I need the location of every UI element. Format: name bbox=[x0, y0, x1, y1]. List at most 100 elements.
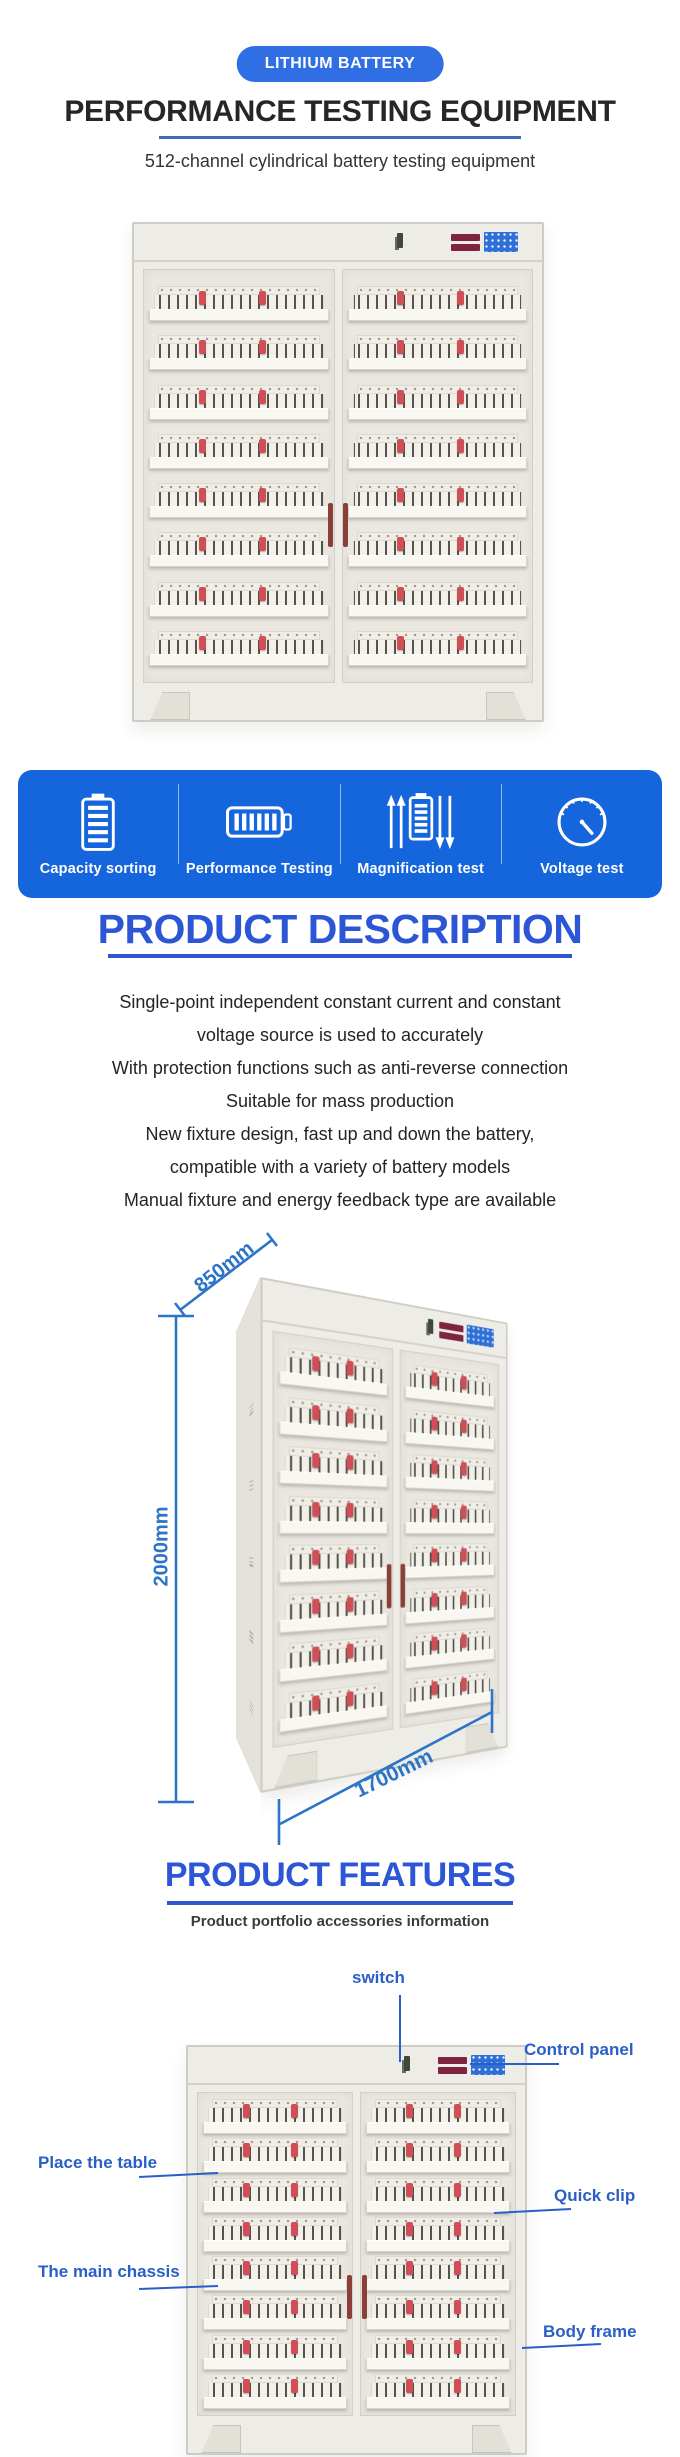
features-underline bbox=[167, 1901, 513, 1905]
red-clip bbox=[406, 2378, 414, 2393]
power-switch-icon bbox=[404, 2056, 411, 2071]
battery-tray bbox=[347, 581, 527, 617]
red-clip bbox=[346, 1596, 354, 1612]
cabinet-right-door bbox=[341, 269, 533, 683]
red-clip bbox=[346, 1549, 354, 1565]
cabinet-feet bbox=[134, 692, 542, 720]
battery-tray bbox=[366, 2256, 510, 2292]
title-underline bbox=[159, 136, 521, 139]
red-clip bbox=[460, 1677, 467, 1692]
red-clip bbox=[243, 2182, 251, 2197]
red-clip bbox=[457, 537, 465, 552]
battery-tray bbox=[366, 2373, 510, 2409]
red-clip bbox=[431, 1460, 438, 1475]
red-clip bbox=[198, 291, 206, 306]
feature-label: Voltage test bbox=[540, 861, 624, 877]
cabinet-left-door bbox=[272, 1330, 393, 1749]
red-clip bbox=[290, 2143, 298, 2158]
battery-tray bbox=[404, 1364, 495, 1409]
cabinet-header bbox=[188, 2047, 525, 2085]
red-clip bbox=[406, 2182, 414, 2197]
red-clip bbox=[431, 1680, 438, 1695]
battery-tray bbox=[149, 433, 329, 469]
red-clip bbox=[258, 488, 266, 503]
callout-control-panel: Control panel bbox=[524, 2040, 634, 2059]
battery-tray bbox=[203, 2138, 347, 2174]
category-badge: LITHIUM BATTERY bbox=[236, 46, 444, 82]
battery-tray bbox=[347, 532, 527, 568]
feature-performance-testing: Performance Testing bbox=[179, 770, 339, 898]
red-clip bbox=[431, 1416, 438, 1431]
keypad bbox=[470, 2055, 505, 2075]
features-subtitle: Product portfolio accessories informatio… bbox=[190, 1913, 490, 1930]
callout-quick-clip: Quick clip bbox=[554, 2186, 636, 2205]
red-clip bbox=[453, 2339, 461, 2354]
cabinet-right-door bbox=[399, 1349, 500, 1729]
red-clip bbox=[198, 438, 206, 453]
red-clip bbox=[460, 1548, 467, 1562]
red-clip bbox=[457, 389, 465, 404]
battery-tray bbox=[347, 433, 527, 469]
red-clip bbox=[457, 340, 465, 355]
battery-tray bbox=[366, 2177, 510, 2213]
red-clip bbox=[290, 2339, 298, 2354]
red-clip bbox=[406, 2104, 414, 2119]
red-clip bbox=[290, 2261, 298, 2276]
red-clip bbox=[406, 2300, 414, 2315]
feature-label: Performance Testing bbox=[185, 861, 333, 877]
red-clip bbox=[397, 291, 405, 306]
battery-vertical-icon bbox=[80, 791, 116, 853]
red-clip bbox=[312, 1356, 320, 1373]
red-clip bbox=[431, 1592, 438, 1607]
battery-horizontal-icon bbox=[226, 791, 293, 853]
red-clip bbox=[460, 1376, 467, 1391]
door-handle bbox=[328, 502, 333, 547]
red-clip bbox=[243, 2104, 251, 2119]
banner-divider bbox=[339, 784, 341, 864]
battery-tray bbox=[279, 1446, 388, 1488]
red-clip bbox=[397, 586, 405, 601]
keypad bbox=[483, 232, 518, 252]
page-subtitle: 512-channel cylindrical battery testing … bbox=[144, 151, 536, 171]
section-heading-features: PRODUCT FEATURES bbox=[164, 1856, 516, 1894]
red-clip bbox=[460, 1419, 467, 1433]
description-line: voltage source is used to accurately bbox=[196, 1025, 484, 1045]
red-clip bbox=[406, 2339, 414, 2354]
feature-banner: Capacity sorting Performance Testing bbox=[18, 770, 662, 898]
battery-tray bbox=[203, 2256, 347, 2292]
red-clip bbox=[290, 2104, 298, 2119]
description-line: Suitable for mass production bbox=[225, 1091, 455, 1111]
battery-tray bbox=[366, 2138, 510, 2174]
feature-voltage-test: Voltage test bbox=[502, 770, 662, 898]
control-panel bbox=[439, 1320, 494, 1348]
callout-main-chassis: The main chassis bbox=[38, 2262, 180, 2281]
red-clip bbox=[198, 537, 206, 552]
cabinet-left-door bbox=[197, 2092, 353, 2416]
red-clip bbox=[397, 635, 405, 650]
red-clip bbox=[290, 2378, 298, 2393]
battery-tray bbox=[404, 1409, 495, 1451]
battery-tray bbox=[404, 1454, 495, 1492]
red-clip bbox=[312, 1501, 320, 1517]
red-clip bbox=[453, 2300, 461, 2315]
red-clip bbox=[457, 291, 465, 306]
feature-label: Capacity sorting bbox=[39, 861, 157, 877]
red-clip bbox=[312, 1694, 320, 1711]
red-clip bbox=[460, 1634, 467, 1648]
cabinet-doors bbox=[263, 1322, 506, 1760]
battery-tray bbox=[203, 2216, 347, 2252]
red-clip bbox=[258, 438, 266, 453]
battery-tray bbox=[149, 384, 329, 420]
feature-label: Magnification test bbox=[357, 861, 485, 877]
control-panel bbox=[450, 232, 518, 252]
battery-tray bbox=[149, 483, 329, 519]
banner-divider bbox=[500, 784, 502, 864]
red-clip bbox=[453, 2221, 461, 2236]
red-clip bbox=[431, 1636, 438, 1651]
red-clip bbox=[453, 2261, 461, 2276]
battery-tray bbox=[149, 581, 329, 617]
keypad bbox=[466, 1324, 494, 1348]
red-clip bbox=[453, 2143, 461, 2158]
red-clip bbox=[198, 635, 206, 650]
vent bbox=[249, 1399, 254, 1417]
